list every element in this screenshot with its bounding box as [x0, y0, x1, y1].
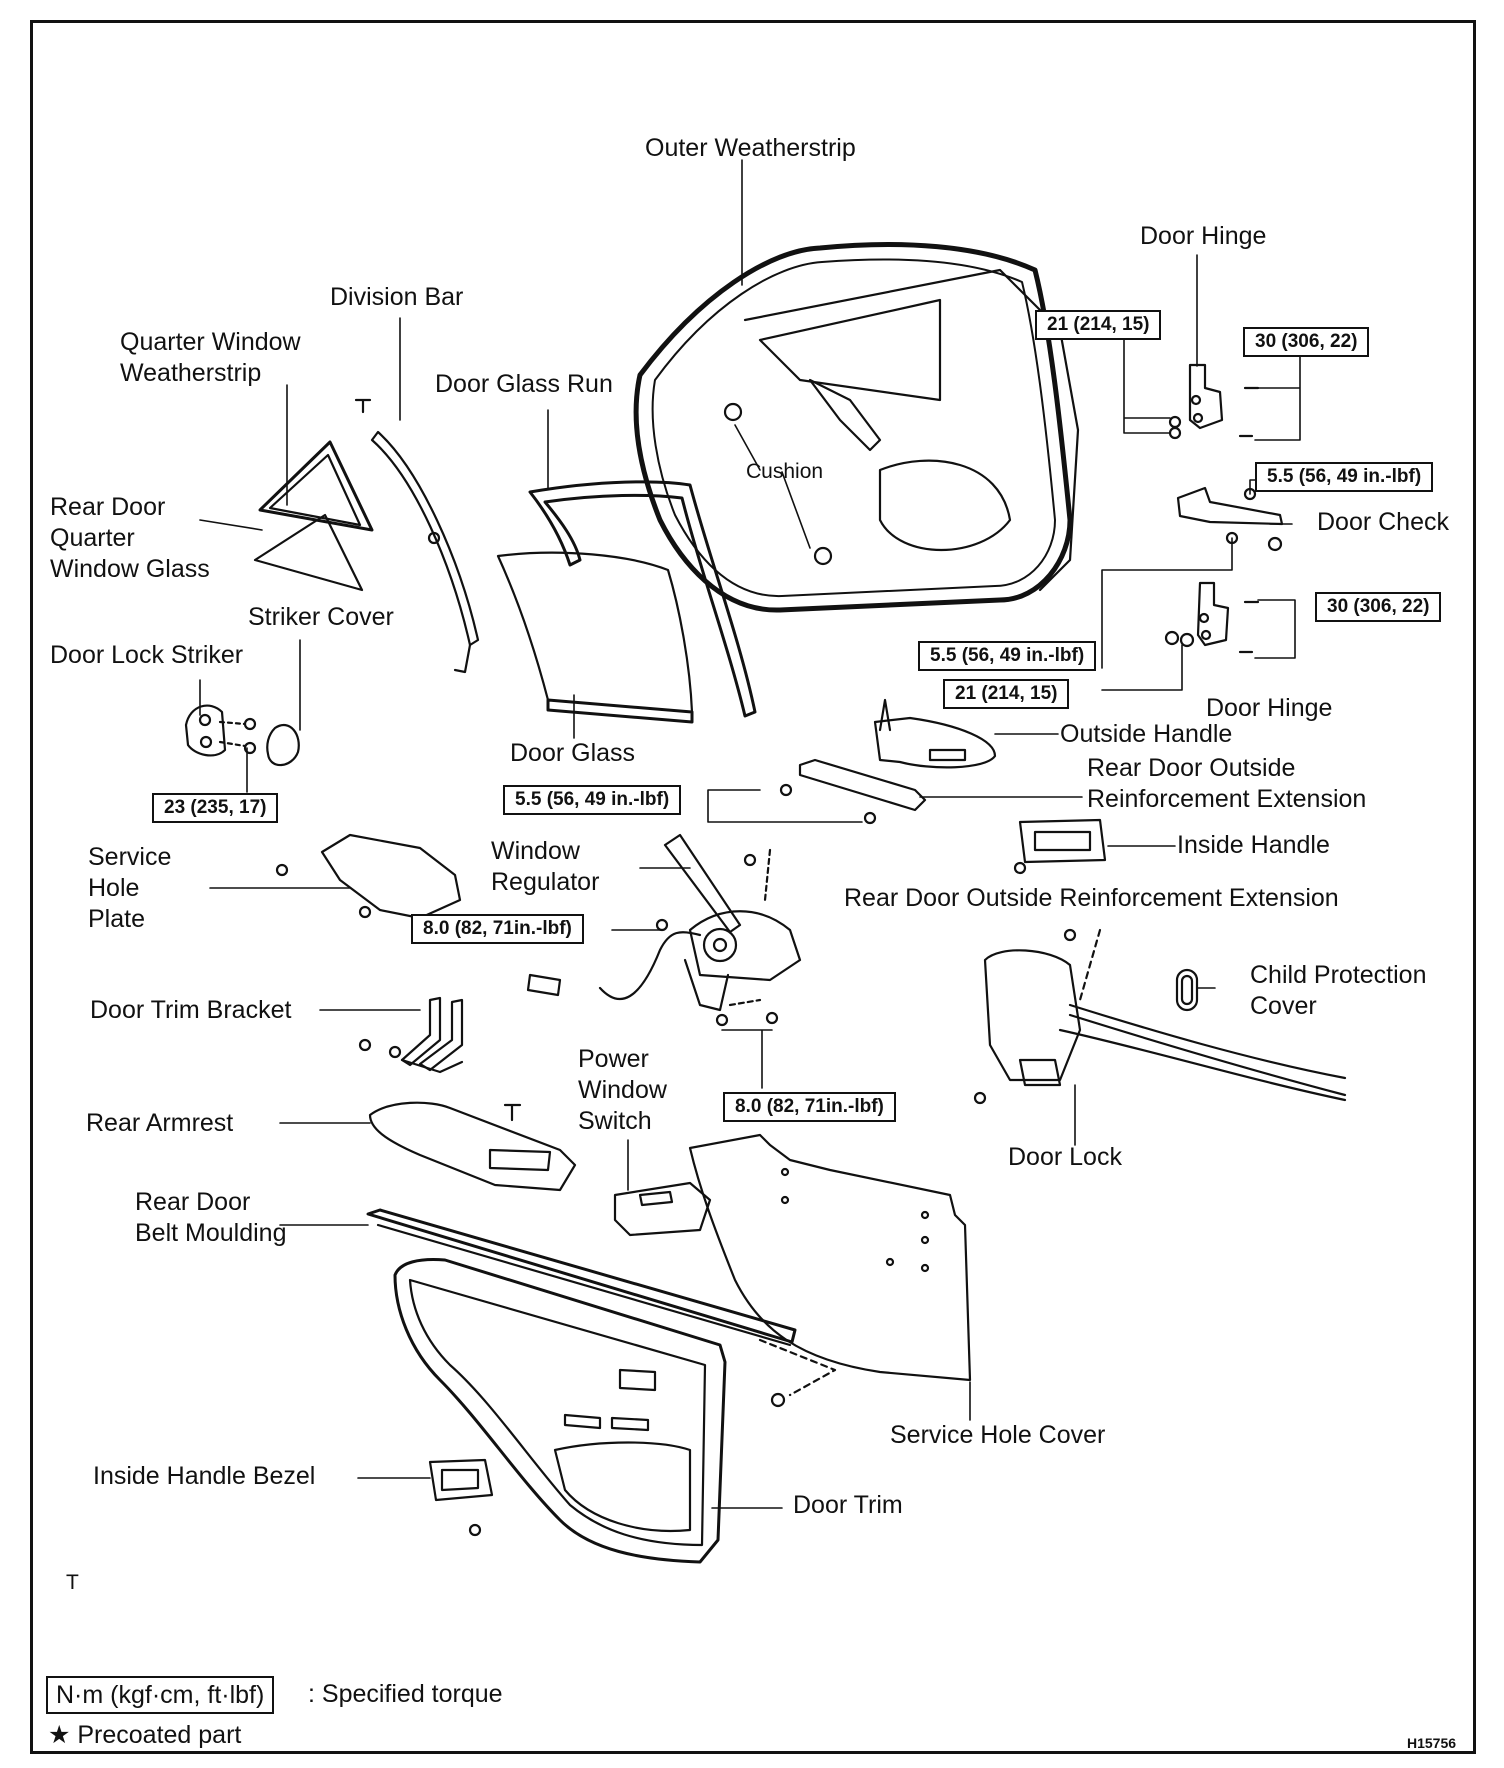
power-window-switch-shape	[613, 1181, 712, 1237]
door-glass-run-shape	[528, 480, 757, 718]
inside-handle-shape	[1013, 818, 1107, 875]
quarter-window-weatherstrip-shape	[258, 440, 374, 532]
division-bar-shape	[370, 430, 480, 674]
label-quarter-window-weatherstrip: Quarter Window Weatherstrip	[120, 328, 301, 387]
label-door-lock-striker: Door Lock Striker	[50, 641, 244, 669]
door-glass-shape	[496, 551, 694, 724]
rear-door-outside-reinforcement-extension-shape	[779, 758, 927, 825]
door-trim-shape	[393, 1258, 727, 1564]
label-outer-weatherstrip: Outer Weatherstrip	[645, 134, 856, 162]
rear-door-belt-moulding-shape	[366, 1208, 797, 1347]
label-cushion: Cushion	[746, 460, 824, 483]
leader-lines	[199, 159, 1301, 1509]
legend-unit-box: N·m (kgf·cm, ft·lbf)	[46, 1676, 275, 1714]
door-lock-shape	[973, 928, 1347, 1105]
label-rear-door-outside-reinforcement-extension-upper: Rear Door Outside Reinforcement Extensio…	[1087, 754, 1367, 813]
torque-door-check: 5.5 (56, 49 in.-lbf)	[1255, 462, 1434, 492]
outside-handle-shape	[873, 698, 997, 769]
torque-hinge-bottom-right: 30 (306, 22)	[1315, 592, 1442, 622]
diagram-frame	[30, 20, 1476, 1754]
label-power-window-switch: Power Window Switch	[578, 1045, 667, 1135]
label-division-bar: Division Bar	[330, 283, 464, 311]
door-trim-bracket-shape	[358, 996, 464, 1074]
label-door-lock: Door Lock	[1008, 1143, 1122, 1171]
label-outside-handle: Outside Handle	[1060, 720, 1233, 748]
torque-outside-handle: 5.5 (56, 49 in.-lbf)	[503, 785, 682, 815]
figure-code: H15756	[1407, 1735, 1457, 1751]
door-check-shape	[1176, 486, 1284, 552]
rear-armrest-shape	[368, 1101, 577, 1192]
label-door-glass-run: Door Glass Run	[435, 370, 613, 398]
child-protection-cover-shape	[1175, 968, 1199, 1012]
label-t-mark: T	[66, 1571, 79, 1594]
trim-screw	[770, 1392, 786, 1408]
label-service-hole-cover: Service Hole Cover	[890, 1421, 1106, 1449]
label-rear-armrest: Rear Armrest	[86, 1109, 234, 1137]
torque-hinge-top-right: 30 (306, 22)	[1243, 327, 1370, 357]
label-rear-door-quarter-window-glass: Rear Door Quarter Window Glass	[50, 493, 210, 583]
door-hinge-top-shape	[1168, 363, 1260, 440]
screw-shape	[354, 398, 372, 414]
label-window-regulator: Window Regulator	[491, 837, 600, 896]
inside-handle-bezel-shape	[428, 1458, 494, 1537]
label-door-glass: Door Glass	[510, 739, 636, 767]
torque-striker: 23 (235, 17)	[152, 793, 279, 823]
legend-precoated: ★ Precoated part	[48, 1721, 242, 1749]
door-hinge-bottom-shape	[1164, 581, 1260, 654]
label-rear-door-belt-moulding: Rear Door Belt Moulding	[135, 1188, 287, 1247]
label-rear-door-outside-reinforcement-extension-lower: Rear Door Outside Reinforcement Extensio…	[844, 884, 1339, 912]
striker-cover-shape	[266, 724, 300, 767]
torque-hinge-bottom-left-b: 21 (214, 15)	[943, 679, 1070, 709]
label-striker-cover: Striker Cover	[248, 603, 394, 631]
trim-clip-dashed-line	[758, 1338, 837, 1397]
label-inside-handle: Inside Handle	[1177, 831, 1330, 859]
label-child-protection-cover: Child Protection Cover	[1250, 961, 1427, 1020]
window-regulator-shape	[526, 833, 802, 1027]
quarter-window-glass-shape	[253, 513, 364, 592]
service-hole-plate-shape	[275, 833, 462, 920]
legend-unit-text: : Specified torque	[308, 1680, 503, 1708]
label-service-hole-plate: Service Hole Plate	[88, 843, 172, 933]
label-door-trim: Door Trim	[793, 1491, 903, 1519]
label-door-hinge-top: Door Hinge	[1140, 222, 1267, 250]
torque-hinge-top-left: 21 (214, 15)	[1035, 310, 1162, 340]
outer-weatherstrip-shape	[633, 242, 1080, 613]
label-door-check: Door Check	[1317, 508, 1449, 536]
torque-hinge-bottom-left-a: 5.5 (56, 49 in.-lbf)	[918, 641, 1097, 671]
label-door-hinge-bottom: Door Hinge	[1206, 694, 1333, 722]
torque-regulator-lower: 8.0 (82, 71in.-lbf)	[723, 1092, 896, 1122]
service-hole-cover-shape	[688, 1133, 972, 1382]
label-door-trim-bracket: Door Trim Bracket	[90, 996, 292, 1024]
label-inside-handle-bezel: Inside Handle Bezel	[93, 1462, 316, 1490]
torque-regulator-upper: 8.0 (82, 71in.-lbf)	[411, 914, 584, 944]
door-lock-striker-shape	[184, 704, 257, 757]
